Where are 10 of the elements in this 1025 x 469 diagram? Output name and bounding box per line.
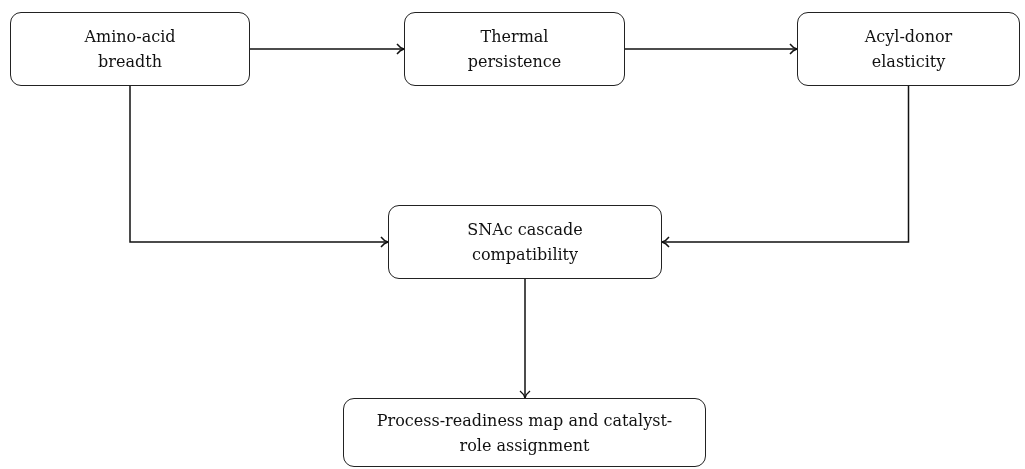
box-label: SNAc cascade compatibility [466,219,584,266]
box-label: Process-readiness map and catalyst-role assignment [375,409,674,457]
process-box [404,12,625,86]
process-box [797,12,1020,86]
box-label: Thermal persistence [466,26,563,73]
box-label: Amino-acid breadth [83,26,177,73]
box-label: Acyl-donor elasticity [863,26,954,73]
process-box [388,205,662,279]
process-box [343,398,706,467]
process-box [10,12,250,86]
